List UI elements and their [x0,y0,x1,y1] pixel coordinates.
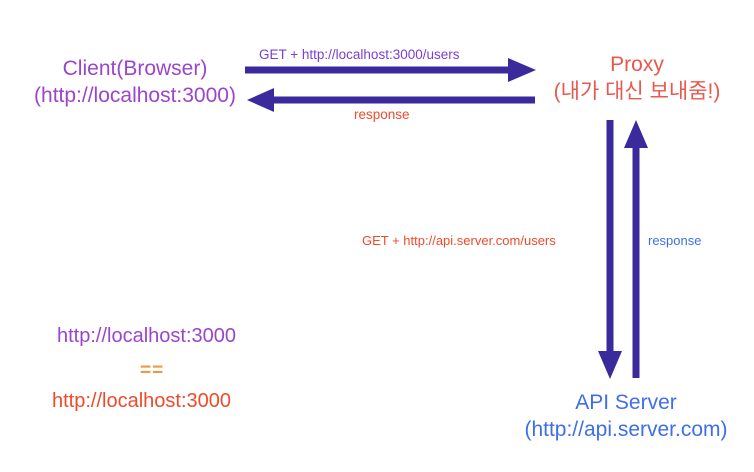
node-api-server-title: API Server [575,391,677,414]
node-client-title: Client(Browser) [62,57,208,80]
note-equals-operator: == [140,360,165,381]
edge-label-proxy-to-client: response [354,107,410,122]
edge-label-proxy-to-server: GET + http://api.server.com/users [362,233,556,248]
node-client-subtitle: (http://localhost:3000) [34,83,236,107]
node-proxy: Proxy (내가 대신 보내줌!) [524,52,750,106]
node-api-server-subtitle: (http://api.server.com) [524,417,728,441]
arrow-proxy-to-server [598,120,622,379]
node-client: Client(Browser) (http://localhost:3000) [14,56,256,110]
arrow-proxy-to-client [247,88,535,112]
edge-label-client-to-proxy: GET + http://localhost:3000/users [259,47,460,62]
node-api-server: API Server (http://api.server.com) [498,390,754,444]
arrow-client-to-proxy [245,58,536,82]
note-url-proxy: http://localhost:3000 [52,390,232,412]
arrow-server-to-proxy [624,120,648,378]
node-proxy-title: Proxy [610,53,664,76]
node-proxy-subtitle: (내가 대신 보내줌!) [553,79,721,103]
edge-label-server-to-proxy: response [648,233,702,248]
note-url-client: http://localhost:3000 [57,325,237,347]
